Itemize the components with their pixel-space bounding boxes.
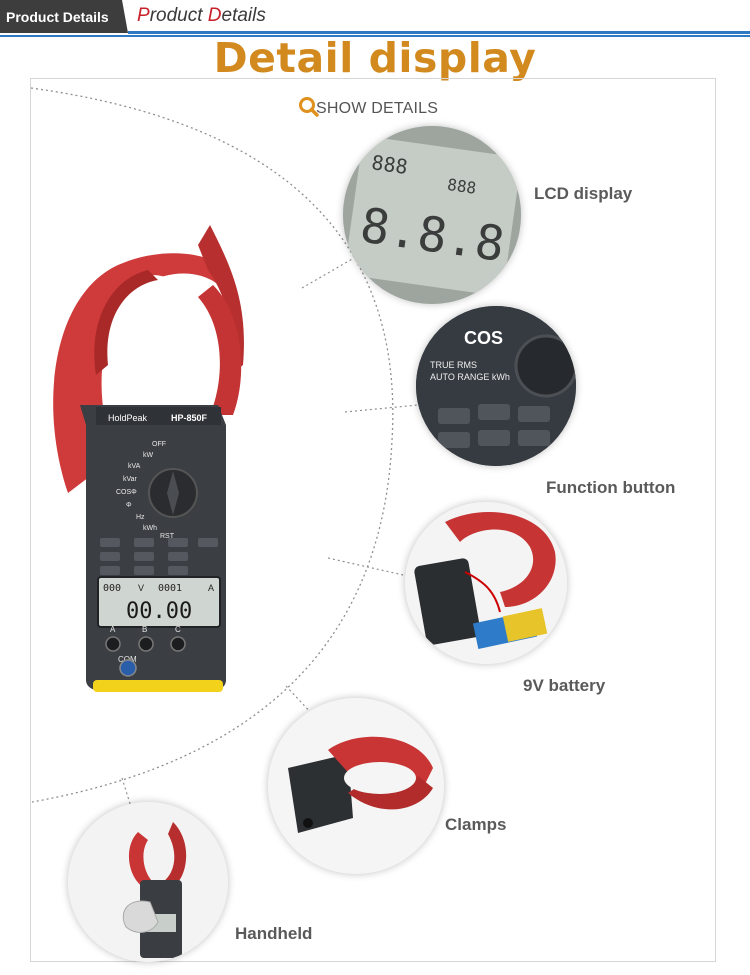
dial-label-hz: Hz [136,514,145,521]
dial-label-kwh: kWh [143,525,157,532]
header-divider-lower [0,35,750,37]
header-bar: Product Details Product Details [0,0,750,38]
product-details-tab[interactable]: Product Details [0,0,128,33]
title-initial-p: P [137,5,150,26]
port-label-a: A [110,625,116,634]
feature-function-button: Function button [546,478,676,497]
svg-text:888: 888 [370,150,409,179]
dial-label-kva: kVA [128,463,141,470]
search-icon [299,97,319,117]
section-title: Product Details [137,5,266,27]
port-label-c: C [175,625,181,634]
feature-9v-battery: 9V battery [523,676,606,695]
dial-label-kw: kW [143,452,154,459]
svg-text:TRUE RMS: TRUE RMS [430,360,477,370]
clamps-image [268,698,444,874]
title-rest-2: etails [221,5,266,26]
svg-text:COS: COS [464,328,503,348]
svg-text:888: 888 [446,175,477,198]
device-model: HP-850F [171,413,208,423]
port-label-b: B [142,625,147,634]
header-divider [128,31,750,34]
clamp-meter-image: HoldPeak HP-850F OFF kW kVA kVar COSΦ Φ … [53,225,244,692]
feature-clamps: Clamps [445,815,507,834]
device-brand: HoldPeak [108,413,148,423]
function-button-image: COS TRUE RMS AUTO RANGE kWh [416,306,576,466]
dial-label-cos: COSΦ [116,489,137,496]
lcd-display-image: 888 888 8.8.8 [343,126,521,304]
feature-handheld: Handheld [235,924,313,943]
dial-label-kvar: kVar [123,476,138,483]
lcd-unit-a: A [208,583,214,593]
lcd-top-left: 000 [103,583,121,594]
lcd-unit-v: V [138,583,144,593]
dial-label-phi: Φ [126,502,132,509]
title-rest-1: roduct [149,5,208,26]
title-initial-d: D [207,5,222,26]
lcd-top-right: 0001 [158,583,182,594]
feature-lcd-display: LCD display [534,184,633,203]
dial-label-off: OFF [152,441,166,448]
lcd-main-reading: 00.00 [126,599,192,624]
detail-frame [30,78,716,962]
page-title: Detail display [213,34,537,82]
dial-label-rst: RST [160,533,175,540]
svg-text:AUTO RANGE kWh: AUTO RANGE kWh [430,372,510,382]
handheld-image [68,802,228,962]
show-details-label: SHOW DETAILS [316,100,439,117]
battery-image [405,502,567,664]
